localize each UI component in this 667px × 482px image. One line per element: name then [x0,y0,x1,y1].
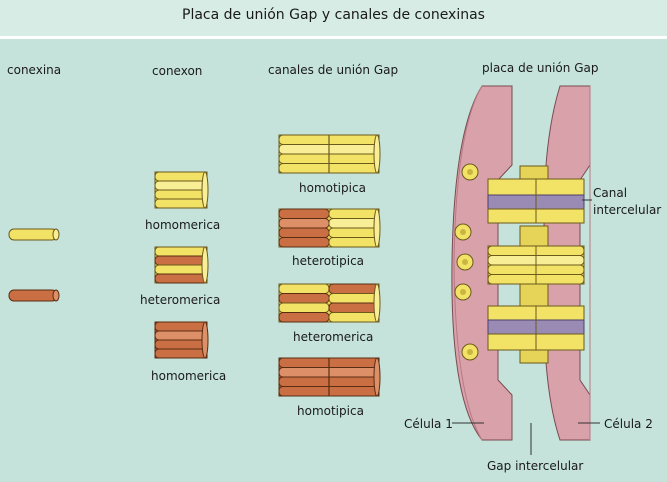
title-bar [0,0,667,36]
label-canal-heterotipica: heterotipica [292,254,365,268]
label-conexon-homomerica-2: homomerica [151,369,227,383]
canal-intercelular-top [487,165,585,224]
header-canales: canales de unión Gap [268,63,399,77]
diagram-title: Placa de unión Gap y canales de conexina… [182,7,485,23]
conexina-orange [8,289,60,302]
header-conexon: conexon [152,64,203,78]
connexon-rosettes [454,163,479,361]
conexon-homomerica-orange [154,321,209,359]
label-celula-2: Célula 2 [604,417,653,431]
conexon-homomerica-yellow [154,171,209,209]
label-conexon-homomerica-1: homomerica [145,218,221,232]
placa-union-gap [451,85,600,455]
label-canal-homotipica-1: homotipica [299,181,366,195]
header-placa: placa de unión Gap [482,61,599,75]
canal-homotipica-1 [278,134,381,174]
canal-heterotipica [278,208,381,248]
label-celula-1: Célula 1 [404,417,453,431]
label-canal-line1: Canal [593,186,628,200]
canal-heteromerica [278,283,381,323]
header-conexina: conexina [7,63,62,77]
title-divider [0,36,667,39]
canal-intercelular-bottom [487,305,585,364]
label-canal-heteromerica: heteromerica [293,330,374,344]
label-gap-intercelular: Gap intercelular [487,459,584,473]
conexon-heteromerica [154,246,209,284]
conexina-yellow [8,228,60,241]
canal-homotipica-2 [278,357,381,397]
label-conexon-heteromerica: heteromerica [140,293,221,307]
label-canal-homotipica-2: homotipica [297,404,364,418]
canal-intercelular-middle [487,225,585,307]
label-canal-line2: intercelular [593,203,662,217]
